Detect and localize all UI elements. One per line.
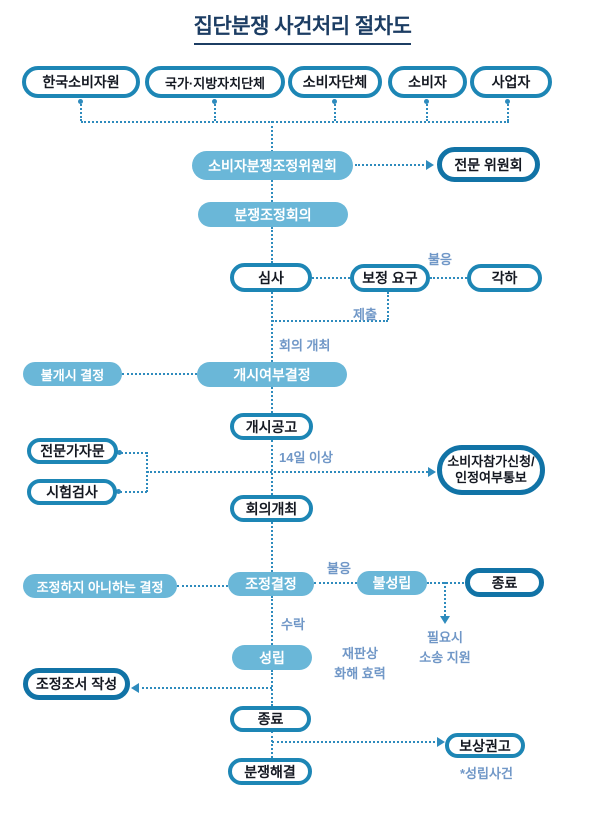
node-state-local-gov: 국가·지방자치단체	[145, 66, 285, 98]
label-non-compliance-top: 불응	[428, 252, 452, 267]
node-dispute-mediation-committee: 소비자분쟁조정위원회	[192, 151, 353, 180]
connector-compensation	[272, 741, 439, 743]
node-initiation-notice: 개시공고	[230, 413, 313, 440]
connector-stub-4	[426, 101, 428, 121]
connector-stub-1	[80, 101, 82, 121]
connector-main-5	[271, 440, 273, 495]
arrowhead-expert-committee	[426, 160, 434, 170]
node-business: 사업자	[470, 66, 552, 98]
node-end-right: 종료	[465, 568, 544, 597]
connector-main-3	[271, 292, 273, 362]
label-concluded-case-note: *성립사건	[460, 766, 513, 781]
label-submission: 제출	[353, 307, 377, 322]
label-non-compliance-mid: 불응	[327, 561, 351, 576]
node-end-bottom: 종료	[230, 706, 311, 732]
litigation-support-line-1: 필요시	[427, 630, 463, 645]
connector-expert-advice-h	[121, 452, 147, 454]
connector-main-9	[271, 731, 273, 758]
arrowhead-compensation	[437, 737, 445, 747]
connector-bus-to-committee	[271, 121, 273, 152]
connector-not-mediate	[177, 585, 228, 587]
connector-main-4	[271, 387, 273, 413]
node-rejection: 각하	[467, 264, 542, 292]
node-participation-notice: 소비자참가신청/ 인정여부통보	[437, 445, 545, 495]
connector-stub-3	[334, 101, 336, 121]
connector-dot-2	[212, 99, 217, 104]
arrowhead-mediation-record	[131, 683, 139, 693]
node-initiation-decision: 개시여부결정	[197, 362, 347, 387]
judicial-settlement-line-2: 화해 효력	[334, 666, 386, 682]
connector-submission-v	[387, 292, 389, 320]
connector-dot-5	[505, 99, 510, 104]
label-meeting-open: 회의 개최	[279, 338, 331, 353]
node-expert-advice: 전문가자문	[27, 438, 118, 464]
node-korea-consumer-agency: 한국소비자원	[22, 66, 140, 98]
node-dispute-resolution: 분쟁해결	[228, 758, 312, 785]
connector-dot-4	[424, 99, 429, 104]
connector-top-bus	[81, 121, 509, 123]
node-mediation-decision: 조정결정	[228, 572, 314, 596]
connector-stub-5	[507, 101, 509, 121]
connector-main-6	[271, 522, 273, 572]
connector-experts-v	[146, 452, 148, 492]
node-non-initiation-decision: 불개시 결정	[23, 362, 122, 386]
arrowhead-participation	[428, 467, 436, 477]
connector-main-8	[271, 670, 273, 706]
participation-line-1: 소비자참가신청/	[447, 453, 535, 469]
node-mediation-record: 조정조서 작성	[23, 668, 130, 700]
judicial-settlement-line-1: 재판상	[342, 646, 378, 661]
node-not-concluded: 불성립	[357, 571, 427, 595]
label-litigation-support: 필요시 소송 지원	[405, 628, 485, 668]
connector-main-2	[271, 227, 273, 263]
node-correction-request: 보정 요구	[350, 264, 430, 292]
connector-participation	[147, 471, 428, 473]
connector-dot-testing	[116, 489, 121, 494]
node-compensation-recommendation: 보상권고	[445, 733, 525, 758]
node-concluded: 성립	[232, 645, 312, 670]
node-consumer: 소비자	[388, 66, 467, 98]
node-mediation-meeting: 분쟁조정회의	[198, 202, 348, 227]
connector-stub-2	[214, 101, 216, 121]
connector-mediation-record	[137, 687, 272, 689]
page-title: 집단분쟁 사건처리 절차도	[0, 10, 605, 45]
node-expert-committee: 전문 위원회	[437, 147, 540, 182]
connector-litigation-v	[444, 582, 446, 616]
connector-correction-rejection	[430, 277, 467, 279]
connector-dot-1	[78, 99, 83, 104]
node-meeting-held: 회의개최	[230, 495, 313, 522]
connector-testing-h	[120, 491, 147, 493]
connector-dot-3	[332, 99, 337, 104]
label-acceptance: 수락	[281, 617, 305, 632]
connector-main-1	[271, 180, 273, 202]
node-screening: 심사	[230, 263, 312, 292]
node-testing: 시험검사	[27, 479, 117, 505]
node-decision-not-to-mediate: 조정하지 아니하는 결정	[23, 574, 177, 598]
connector-non-initiation	[122, 373, 197, 375]
connector-to-expert-committee	[355, 164, 428, 166]
arrowhead-litigation-support	[440, 616, 450, 624]
connector-dot-expert-advice	[117, 450, 122, 455]
connector-submission-h	[272, 320, 388, 322]
connector-main-7	[271, 596, 273, 645]
connector-screening-correction	[312, 277, 350, 279]
label-judicial-settlement: 재판상 화해 효력	[322, 644, 398, 684]
litigation-support-line-2: 소송 지원	[419, 650, 471, 666]
participation-line-2: 인정여부통보	[455, 470, 527, 485]
node-consumer-org: 소비자단체	[288, 66, 382, 98]
label-days-14-plus: 14일 이상	[279, 450, 333, 465]
connector-decision-notconcluded	[314, 582, 357, 584]
